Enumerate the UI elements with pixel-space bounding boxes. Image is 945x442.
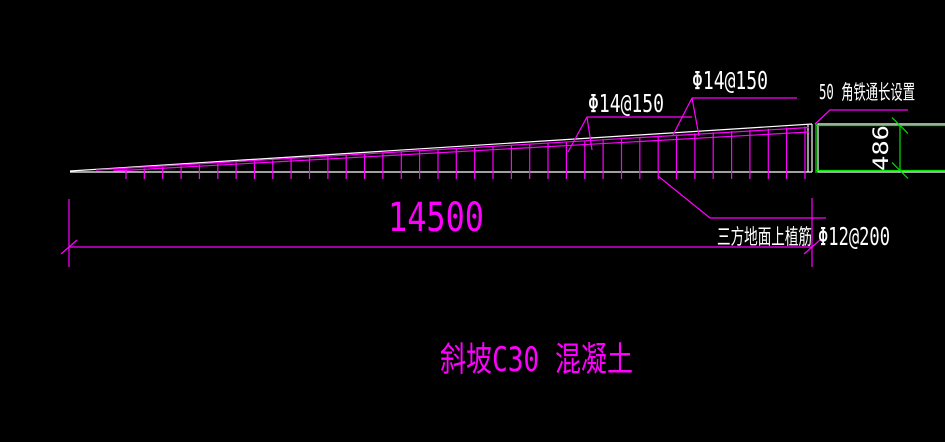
slope-top-edge (69, 123, 813, 172)
length-dimension-value: 14500 (388, 195, 484, 241)
leader-rebar-1: Φ14@150 (567, 89, 692, 153)
drawing-title: 斜坡C30 混凝土 (440, 340, 633, 380)
end-height-dimension-value: 486 (869, 125, 893, 171)
rebar-label-2: Φ14@150 (692, 66, 768, 95)
slope-outline (69, 123, 813, 173)
leader-line (657, 175, 826, 219)
rebar-top-chord (95, 126, 810, 171)
end-block-outline (817, 123, 945, 173)
leader-leg (586, 116, 593, 151)
angle-iron-note: 50 角铁通长设置 (819, 80, 915, 104)
rebar-mesh (95, 126, 810, 179)
leader-leg (691, 97, 700, 137)
rebar-vertical-bars (125, 126, 806, 179)
planted-rebar-note: 三方地面上植筋 (717, 225, 812, 249)
leader-rebar-2: Φ14@150 (672, 66, 797, 137)
dimension-tick-right (803, 239, 821, 255)
leader-angle-iron: 50 角铁通长设置 (814, 80, 915, 125)
end-block-edges (817, 123, 945, 173)
dimension-tick-left (60, 239, 78, 255)
dimension-length: 14500 (60, 195, 821, 267)
dimension-tick-top (891, 117, 909, 134)
leader-planted-rebar: 三方地面上植筋 Φ12@200 (657, 175, 890, 251)
planted-rebar-spec: Φ12@200 (818, 222, 890, 251)
dimension-tick-bottom (891, 162, 909, 179)
dimension-end-height: 486 (815, 117, 945, 179)
leader-line (814, 109, 908, 125)
rebar-bottom-chord (112, 131, 810, 172)
rebar-label-1: Φ14@150 (588, 89, 664, 118)
